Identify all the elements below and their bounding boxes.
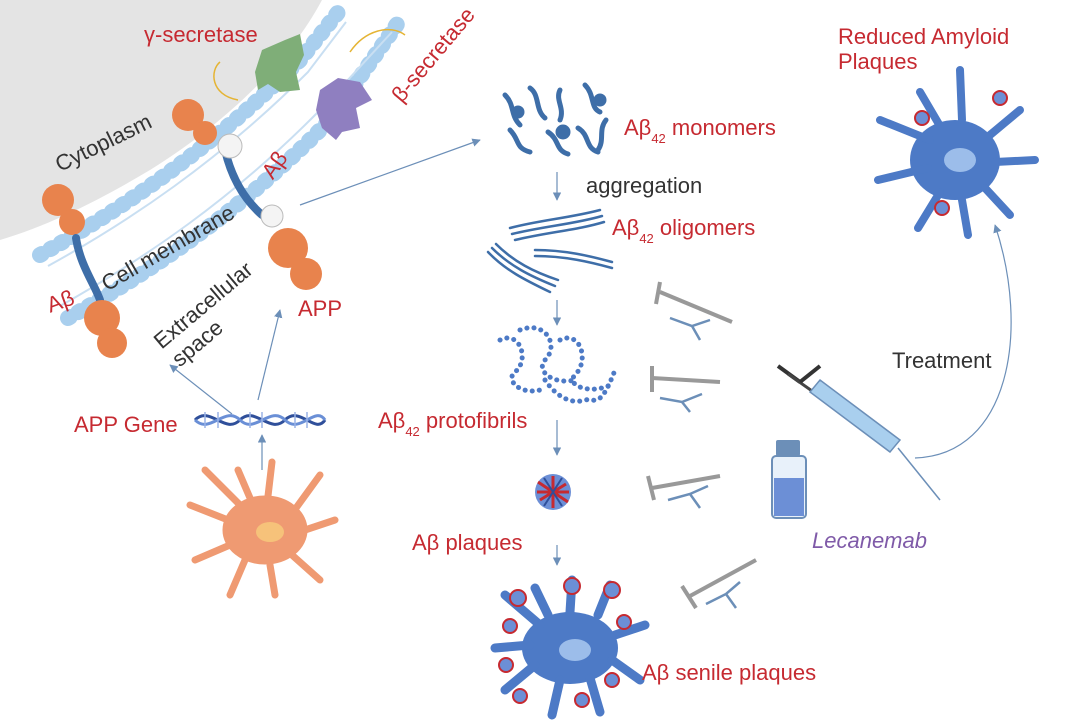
label-app-gene: APP Gene: [74, 412, 178, 437]
label-plaques: Aβ plaques: [412, 530, 523, 555]
oligomers-icon: [486, 208, 614, 294]
neuron-orange-icon: [186, 458, 339, 599]
label-oligomers: Aβ42 oligomers: [612, 215, 756, 246]
app-protein-right: [268, 228, 322, 290]
label-protofibrils: Aβ42 protofibrils: [378, 408, 528, 439]
label-protofibrils-sub: 42: [405, 424, 420, 440]
label-treatment: Treatment: [892, 348, 992, 373]
antibody-block-2: [650, 366, 721, 413]
plaques-icon: [535, 474, 571, 510]
antibody-block-1: [654, 281, 733, 341]
arrow-treatment: [914, 224, 1012, 459]
beta-secretase-shape: [316, 78, 372, 140]
label-oligomers-prefix: Aβ: [612, 215, 640, 240]
label-reduced-line1: Reduced Amyloid: [838, 24, 1010, 49]
antibody-block-4: [680, 558, 757, 610]
arrow-gene-to-cell: [169, 364, 233, 415]
label-monomers-prefix: Aβ: [624, 115, 652, 140]
label-monomers-sub: 42: [651, 131, 666, 147]
gamma-secretase-shape: [255, 34, 304, 92]
antibody-block-3: [646, 474, 721, 509]
label-aggregation: aggregation: [586, 173, 703, 198]
remaining-plaque-deposits: [914, 90, 1008, 216]
label-gamma-secretase: γ-secretase: [144, 22, 258, 47]
label-monomers: Aβ42 monomers: [624, 115, 776, 146]
dna-helix-icon: [193, 412, 327, 428]
arrow-gene-to-app: [257, 309, 283, 401]
label-senile-plaques: Aβ senile plaques: [642, 660, 817, 685]
syringe-icon: [776, 364, 941, 501]
label-lecanemab: Lecanemab: [812, 528, 927, 553]
app-protein-middle: [172, 99, 284, 228]
neuron-senile-icon: [490, 575, 650, 720]
cytoplasm-region: [0, 0, 322, 240]
label-protofibrils-suffix: protofibrils: [419, 408, 528, 433]
label-monomers-suffix: monomers: [665, 115, 776, 140]
protofibrils-icon: [497, 325, 618, 404]
senile-plaque-deposits: [498, 577, 632, 708]
label-oligomers-suffix: oligomers: [653, 215, 756, 240]
app-protein-left: [42, 184, 127, 358]
label-protofibrils-prefix: Aβ: [378, 408, 406, 433]
beta-curved-arrow: [349, 28, 406, 53]
arrow-membrane-to-monomers: [299, 138, 481, 206]
vial-icon: [771, 440, 807, 519]
gamma-curved-arrow: [213, 61, 239, 101]
label-oligomers-sub: 42: [639, 231, 654, 247]
monomers-icon: [502, 82, 609, 157]
label-app: APP: [298, 296, 343, 321]
neuron-reduced-icon: [874, 66, 1039, 239]
label-reduced-line2: Plaques: [838, 49, 918, 74]
